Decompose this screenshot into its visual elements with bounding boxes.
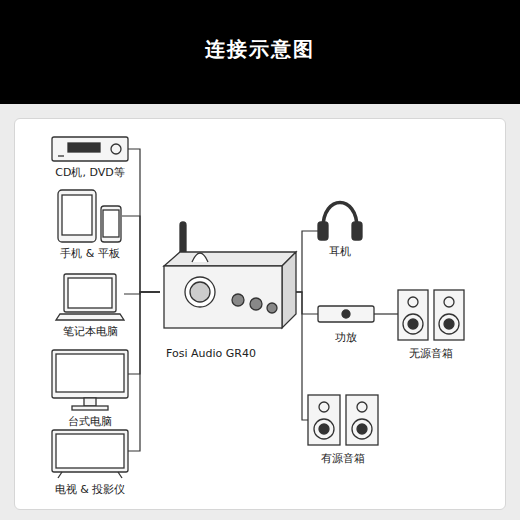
- power-amp: 功放: [318, 306, 374, 344]
- device-label: 耳机: [318, 245, 362, 258]
- cd-dvd-player: CD机, DVD等: [52, 137, 128, 179]
- connector-line: [374, 313, 398, 314]
- device-label: 电视 & 投影仪: [52, 483, 128, 496]
- device-label: 台式电脑: [52, 415, 128, 428]
- gr40-amplifier: Fosi Audio GR40: [160, 222, 296, 360]
- device-label: Fosi Audio GR40: [160, 347, 296, 360]
- connector-line: [296, 231, 318, 292]
- device-label: 功放: [318, 331, 374, 344]
- tv-projector: 电视 & 投影仪: [52, 430, 128, 496]
- active-speakers: 有源音箱: [308, 395, 378, 465]
- desktop-pc: 台式电脑: [52, 350, 128, 428]
- phone-tablet: 手机 & 平板: [58, 190, 122, 260]
- passive-speakers: 无源音箱: [398, 290, 464, 360]
- connector-line: [296, 292, 318, 314]
- connector-line: [296, 292, 308, 420]
- device-label: CD机, DVD等: [52, 166, 128, 179]
- connector-line: [128, 149, 160, 292]
- device-label: 手机 & 平板: [58, 247, 122, 260]
- laptop: 笔记本电脑: [56, 274, 124, 338]
- connector-line: [128, 292, 160, 374]
- device-label: 有源音箱: [308, 452, 378, 465]
- device-label: 无源音箱: [398, 347, 464, 360]
- page-title: 连接示意图: [0, 36, 520, 63]
- headphones: 耳机: [318, 196, 362, 258]
- connector-line: [122, 216, 160, 292]
- device-label: 笔记本电脑: [56, 325, 124, 338]
- connector-line: [128, 292, 160, 451]
